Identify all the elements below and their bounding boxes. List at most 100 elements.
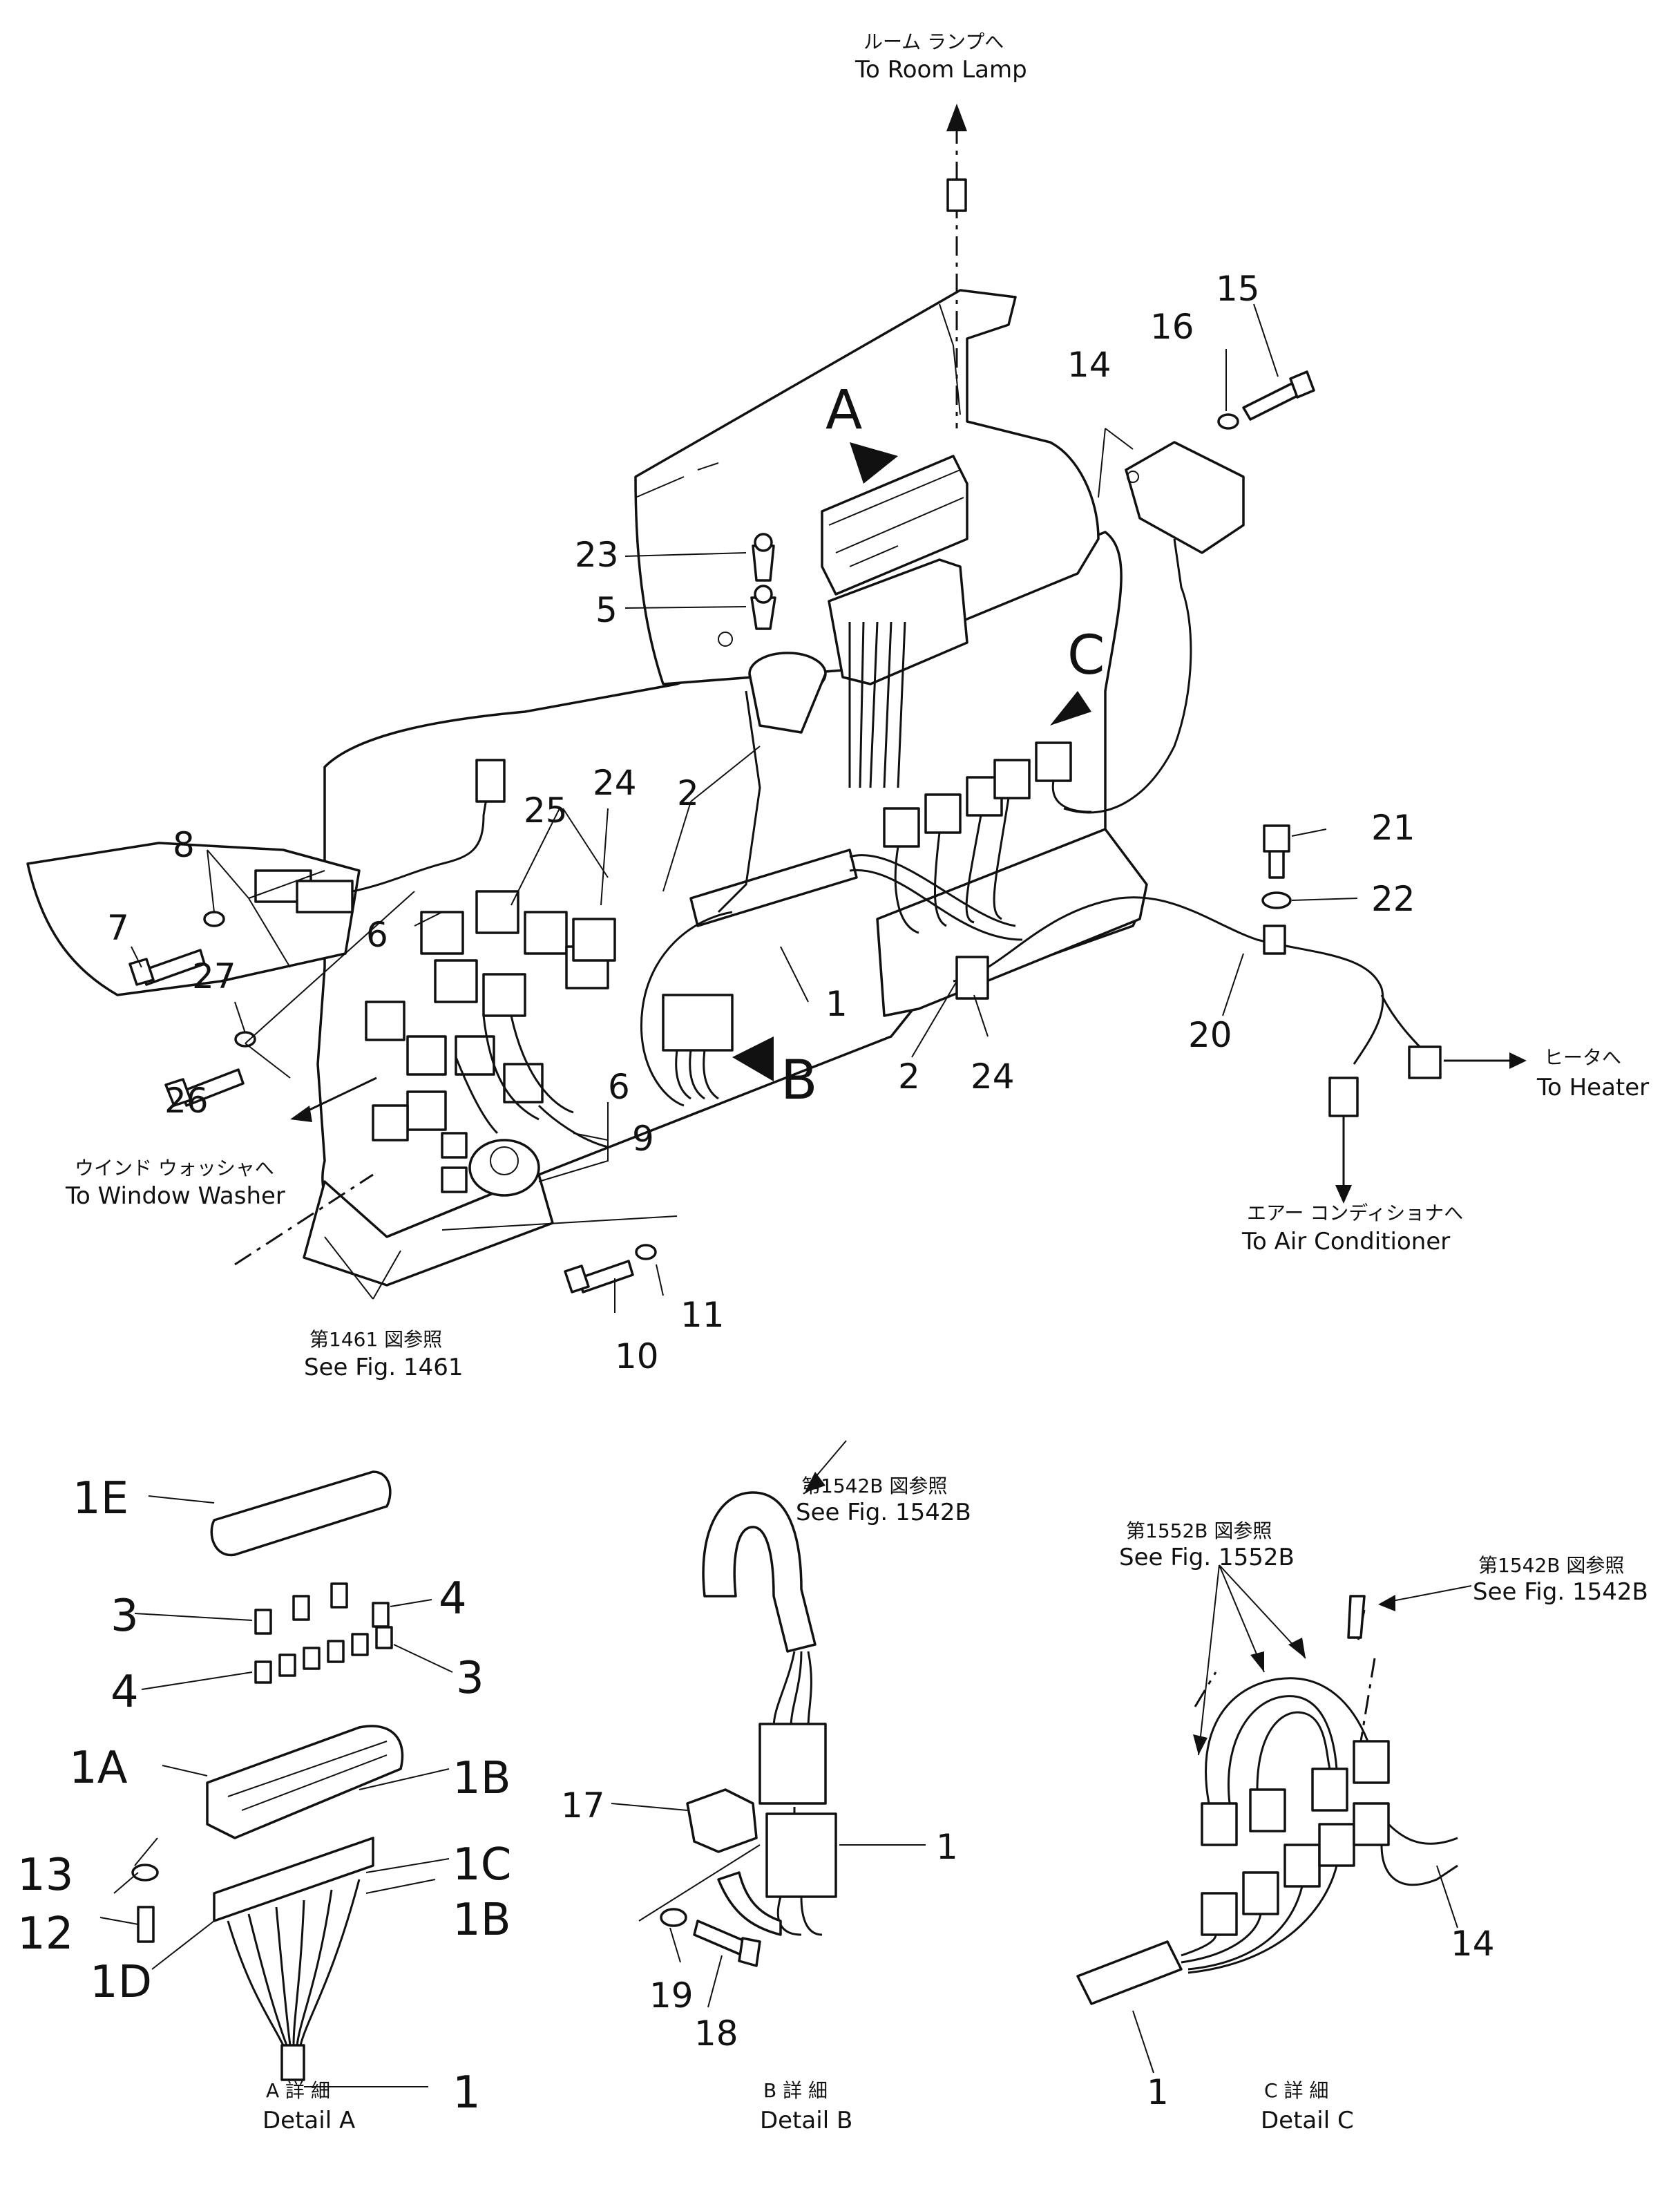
arrow-heater	[1509, 1052, 1527, 1069]
label-part-20: 20	[1188, 1015, 1232, 1055]
arrow-aircon	[1335, 1185, 1352, 1204]
label-part-15: 15	[1216, 269, 1260, 309]
label-18: 18	[694, 2013, 738, 2054]
bolt-15	[1242, 382, 1300, 421]
buzzer	[468, 1139, 540, 1197]
label-part-11: 11	[680, 1295, 725, 1335]
fuse-box	[821, 455, 968, 596]
detail-b: 17 1 19 18 第1542B 図参照 See Fig. 1542B B 詳…	[561, 1440, 971, 2134]
label-part-21: 21	[1371, 808, 1415, 848]
detail-marker-b: B	[781, 1050, 818, 1112]
room-lamp-note-en: To Room Lamp	[855, 56, 1027, 84]
heater-note-en: To Heater	[1536, 1074, 1649, 1101]
arrow-room-lamp	[946, 104, 967, 131]
detail-b-title-jp: B 詳 細	[763, 2079, 828, 2102]
main-assembly: 1 2 2 5 6 6 7 8 9 10 11 14 15 16 20 21 2…	[26, 30, 1649, 1381]
clip-24	[955, 956, 989, 1000]
label-1-detail-b: 1	[936, 1827, 958, 1867]
harness-1-c	[1076, 1940, 1183, 2005]
label-part-24-lower: 24	[971, 1056, 1015, 1097]
terminal-strip-1b	[213, 1837, 374, 1922]
label-1c: 1C	[452, 1839, 511, 1890]
label-4-left: 4	[111, 1667, 139, 1718]
fig1552b-note-en: See Fig. 1552B	[1119, 1544, 1295, 1571]
fig1542b-note-jp-b: 第1542B 図参照	[801, 1475, 947, 1497]
fuse-block-1a	[206, 1725, 404, 1839]
label-1b-lower: 1B	[452, 1895, 511, 1946]
leader-lines	[131, 303, 1358, 1313]
room-lamp-plug	[946, 178, 967, 212]
arrow-detail-a	[850, 442, 898, 484]
label-part-2-lower: 2	[898, 1056, 920, 1097]
clamp-17	[686, 1788, 758, 1853]
harness-1d	[227, 1879, 361, 2046]
bolt-21	[1268, 849, 1285, 879]
washer-11	[635, 1244, 657, 1260]
label-part-25: 25	[524, 790, 568, 831]
washer-note-en: To Window Washer	[65, 1182, 285, 1210]
label-part-26: 26	[164, 1081, 209, 1121]
fuse-cover-1e	[210, 1470, 392, 1557]
detail-a: 1E 3 4 4 3 1A 1B 1C 1B 13 12 1D 1 A 詳 細 …	[17, 1470, 511, 2134]
label-part-23: 23	[575, 535, 619, 575]
screw-12	[137, 1906, 155, 1943]
room-lamp-note-jp: ルーム ランプへ	[863, 30, 1004, 53]
aircon-note-jp: エアー コンディショナへ	[1247, 1202, 1463, 1224]
lower-right-box	[876, 828, 1148, 1017]
washer-8	[203, 911, 225, 927]
main-part-labels: 1 2 2 5 6 6 7 8 9 10 11 14 15 16 20 21 2…	[107, 269, 1415, 1376]
detail-c-title-en: Detail C	[1261, 2107, 1354, 2134]
label-part-5: 5	[595, 590, 618, 630]
label-part-8: 8	[173, 825, 195, 865]
detail-c-leaders	[1132, 1564, 1472, 2074]
detail-a-title-en: Detail A	[262, 2107, 355, 2134]
label-part-6-upper: 6	[366, 915, 388, 955]
fig1542b-note-en-b: See Fig. 1542B	[796, 1499, 971, 1526]
flasher-unit	[1125, 441, 1245, 554]
label-1-detail-a: 1	[452, 2067, 481, 2119]
fig1552b-note-jp: 第1552B 図参照	[1126, 1519, 1272, 1542]
detail-c: 第1552B 図参照 See Fig. 1552B 第1542B 図参照 See…	[1076, 1519, 1648, 2134]
rear-panel-edge	[635, 303, 961, 498]
label-part-24-upper: 24	[593, 763, 637, 803]
label-part-2-upper: 2	[677, 773, 699, 813]
fuses-3	[254, 1582, 393, 1684]
label-part-14: 14	[1067, 345, 1111, 385]
washer-19	[660, 1908, 687, 1927]
label-part-16: 16	[1150, 307, 1194, 347]
heater-note-jp: ヒータへ	[1544, 1046, 1621, 1069]
washer-wire	[234, 1173, 374, 1266]
washer-22	[1261, 891, 1292, 909]
label-1-detail-c: 1	[1147, 2072, 1169, 2112]
label-part-1: 1	[825, 984, 848, 1024]
detail-b-title-en: Detail B	[760, 2107, 852, 2134]
label-1a: 1A	[69, 1743, 128, 1794]
label-part-9: 9	[632, 1119, 654, 1159]
connectors-c	[1201, 1740, 1390, 1936]
washer-13	[131, 1864, 159, 1882]
label-part-27: 27	[192, 956, 236, 996]
aircon-note-en: To Air Conditioner	[1241, 1228, 1450, 1255]
label-1e: 1E	[73, 1473, 128, 1524]
washer-note-jp: ウインド ウォッシャへ	[75, 1157, 274, 1179]
fig1461-note-en: See Fig. 1461	[304, 1354, 463, 1381]
relay-cluster	[254, 759, 616, 1197]
connector-row-c	[883, 741, 1092, 934]
bolt-18	[693, 1920, 747, 1957]
label-17: 17	[561, 1785, 605, 1826]
washer-16	[1217, 413, 1239, 430]
label-part-10: 10	[615, 1336, 659, 1376]
label-4-right: 4	[439, 1573, 467, 1624]
detail-b-leaders	[611, 1440, 926, 2008]
label-part-7: 7	[107, 908, 129, 948]
connector-upper	[758, 1723, 827, 1805]
label-part-22: 22	[1371, 879, 1415, 919]
label-13: 13	[17, 1850, 73, 1901]
label-3-right: 3	[456, 1653, 484, 1704]
fig1542b-note-en-c: See Fig. 1542B	[1473, 1578, 1648, 1606]
arrow-detail-c	[1050, 691, 1091, 726]
label-1d: 1D	[90, 1957, 152, 2008]
harness-loop	[702, 1491, 817, 1653]
label-12: 12	[17, 1908, 73, 1960]
